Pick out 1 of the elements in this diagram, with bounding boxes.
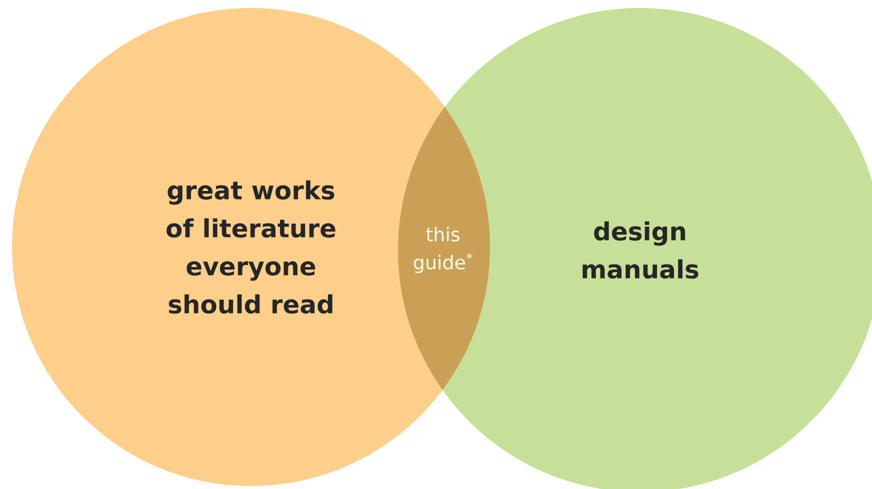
overlap-label: this guide$^{*}$ [414,226,472,274]
